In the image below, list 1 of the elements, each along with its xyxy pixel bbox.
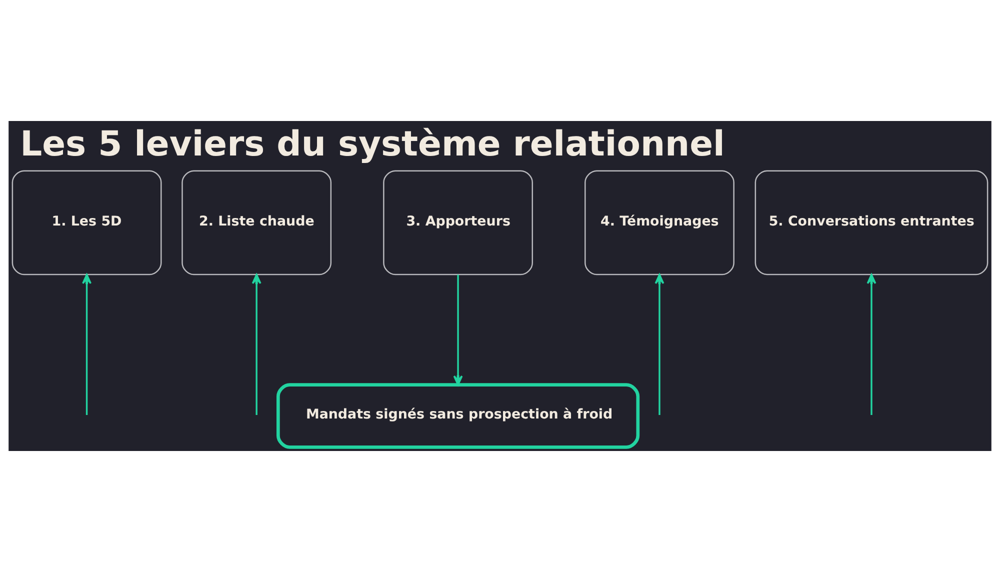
diagram-title: Les 5 leviers du système relationnel: [20, 124, 725, 164]
